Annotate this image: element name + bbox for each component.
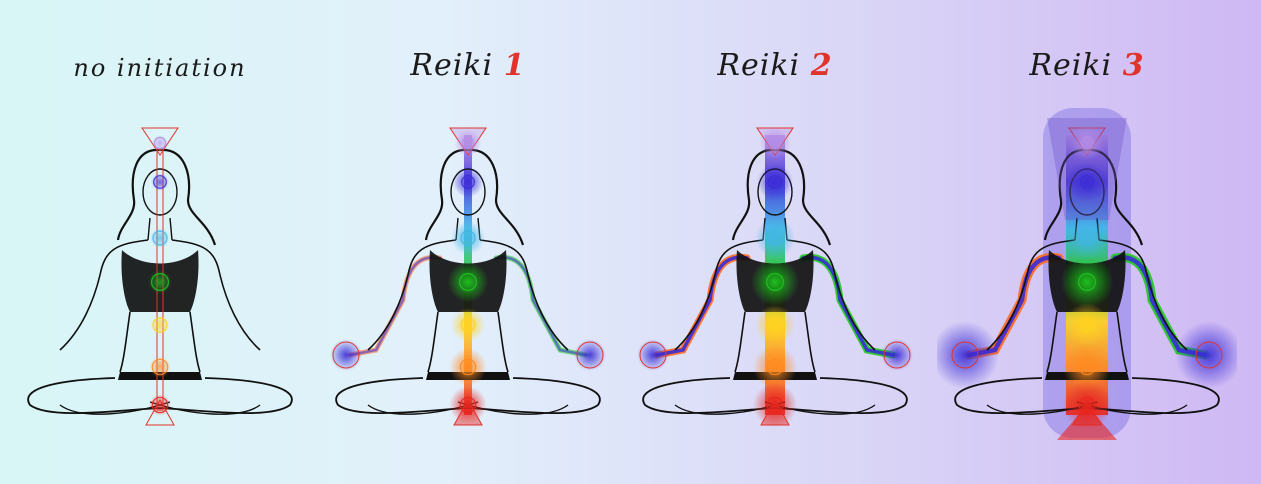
chakra-throat xyxy=(755,218,795,258)
left-arm-channel xyxy=(657,257,747,355)
chakra-solar-plexus xyxy=(755,305,795,345)
right-arm-channel-core xyxy=(496,257,586,355)
right-hand-glow xyxy=(1175,321,1237,389)
right-hand-glow xyxy=(574,339,606,371)
chakra-crown xyxy=(759,127,791,159)
chakra-root xyxy=(449,386,486,423)
chakra-heart xyxy=(1061,256,1114,309)
chakra-throat xyxy=(451,221,485,255)
chakra-heart xyxy=(751,258,799,306)
left-arm-channel xyxy=(350,257,440,355)
chakra-root xyxy=(1063,381,1111,429)
chakra-heart xyxy=(448,262,489,303)
chakra-third-eye xyxy=(1067,162,1107,202)
right-hand-glow xyxy=(881,339,913,371)
chakra-throat xyxy=(1065,216,1109,260)
right-arm-channel-core xyxy=(803,257,893,355)
chakra-root xyxy=(753,383,797,427)
chakra-solar-plexus xyxy=(1065,303,1109,347)
right-arm-channel xyxy=(496,257,586,355)
panel-reiki-3: Reiki 3 xyxy=(937,0,1237,484)
chakra-third-eye xyxy=(757,164,793,200)
chakra-solar-plexus xyxy=(451,308,485,342)
figure-reiki-3 xyxy=(937,0,1237,484)
left-hand-glow xyxy=(637,339,669,371)
figure-reiki-2 xyxy=(625,0,925,484)
chakra-crown xyxy=(1069,125,1104,160)
left-arm-channel-core xyxy=(350,257,440,355)
chakra-sacral xyxy=(753,345,797,389)
chakra-sacral xyxy=(449,348,486,385)
left-arm-channel-core xyxy=(657,257,747,355)
panel-no-initiation: no initiation xyxy=(10,0,310,484)
figure-reiki-1 xyxy=(318,0,618,484)
figure-no-initiation xyxy=(10,0,310,484)
panel-reiki-1: Reiki 1 xyxy=(318,0,618,484)
chakra-third-eye xyxy=(453,167,484,198)
panel-reiki-2: Reiki 2 xyxy=(625,0,925,484)
left-hand-glow xyxy=(330,339,362,371)
chakra-crown xyxy=(454,129,481,156)
right-arm-channel xyxy=(803,257,893,355)
left-hand-glow xyxy=(937,321,999,389)
